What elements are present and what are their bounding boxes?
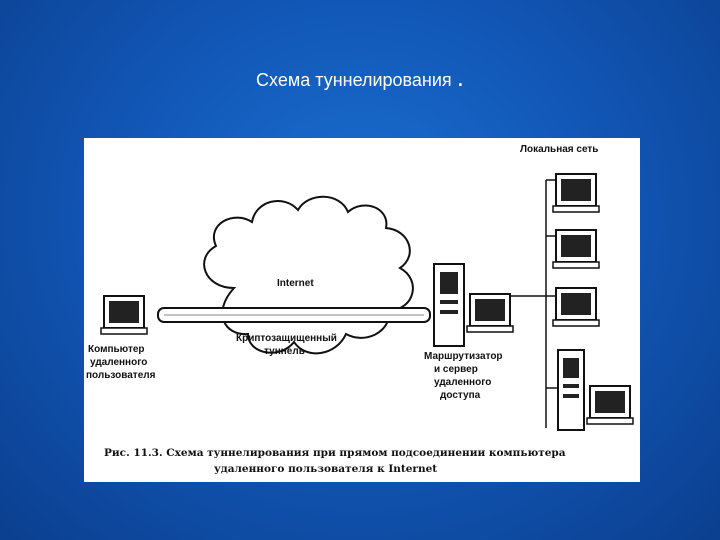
router-label-line2: и сервер [434,364,478,375]
slide-title-dot: . [457,62,464,92]
router-label-line3: удаленного [434,377,491,388]
local-network-label: Локальная сеть [520,144,598,155]
lan-computer-icon [553,230,599,268]
router-label-line1: Маршрутизатор [424,351,503,362]
slide-title: Схема туннелирования . [0,62,720,93]
router-label-line4: доступа [440,390,481,401]
figure-caption-line1: Рис. 11.3. Схема туннелирования при прям… [104,447,566,459]
lan-server-icon [558,350,584,430]
internet-cloud [204,197,413,354]
internet-label: Internet [277,278,314,289]
slide-title-text: Схема туннелирования [256,70,452,90]
lan-computer-icon [553,174,599,212]
lan-computer-icon [553,288,599,326]
remote-pc-label-line2: удаленного [90,357,147,368]
router-server-icon [434,264,464,346]
tunneling-figure: Локальная сеть Internet Криптозащищенный… [84,138,640,482]
remote-pc-label-line3: пользователя [86,370,156,381]
tunnel-label-line1: Криптозащищенный [236,333,337,344]
figure-caption-line2: удаленного пользователя к Internet [214,463,437,475]
lan-server-monitor-icon [587,386,633,424]
tunnel-label-line2: туннель [264,346,305,357]
remote-pc-label-line1: Компьютер [88,344,145,355]
tunneling-diagram: Локальная сеть Internet Криптозащищенный… [84,138,640,482]
remote-computer-icon [101,296,147,334]
router-monitor-icon [467,294,513,332]
